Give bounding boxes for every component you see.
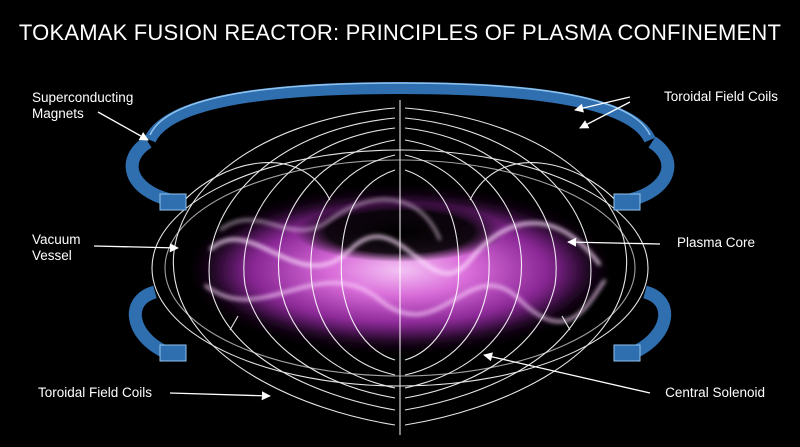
magnetic-field-lines [151,100,649,435]
label-plasma-core: Plasma Core [676,235,755,250]
label-vacuum-vessel-line2: Vessel [32,248,72,263]
arrow-vacuum-vessel [93,243,179,253]
label-toroidal-field-coils-top: Toroidal Field Coils [663,89,778,104]
arrow-plasma-core [567,237,661,247]
toroidal-coil-bottom [128,285,672,362]
arrow-central-solenoid [483,352,651,394]
diagram-title: TOKAMAK FUSION REACTOR: PRINCIPLES OF PL… [18,20,782,45]
label-toroidal-field-coils-bottom: Toroidal Field Coils [38,385,153,400]
arrow-toroidal-coils-top-1 [574,96,631,113]
label-vacuum-vessel-line1: Vacuum [32,232,81,247]
label-vacuum-vessel: Vacuum Vessel [32,232,81,264]
label-central-solenoid: Central Solenoid [665,385,765,400]
callout-arrows [93,96,661,401]
label-superconducting-magnets-line1: Superconducting [32,90,134,105]
arrow-toroidal-coils-bottom [169,391,271,401]
arrow-toroidal-coils-top-2 [579,101,631,129]
label-superconducting-magnets: Superconducting Magnets [32,90,133,122]
toroidal-coil-top-front [125,136,675,211]
arrow-superconducting-magnets [97,111,149,141]
label-superconducting-magnets-line2: Magnets [32,106,84,121]
